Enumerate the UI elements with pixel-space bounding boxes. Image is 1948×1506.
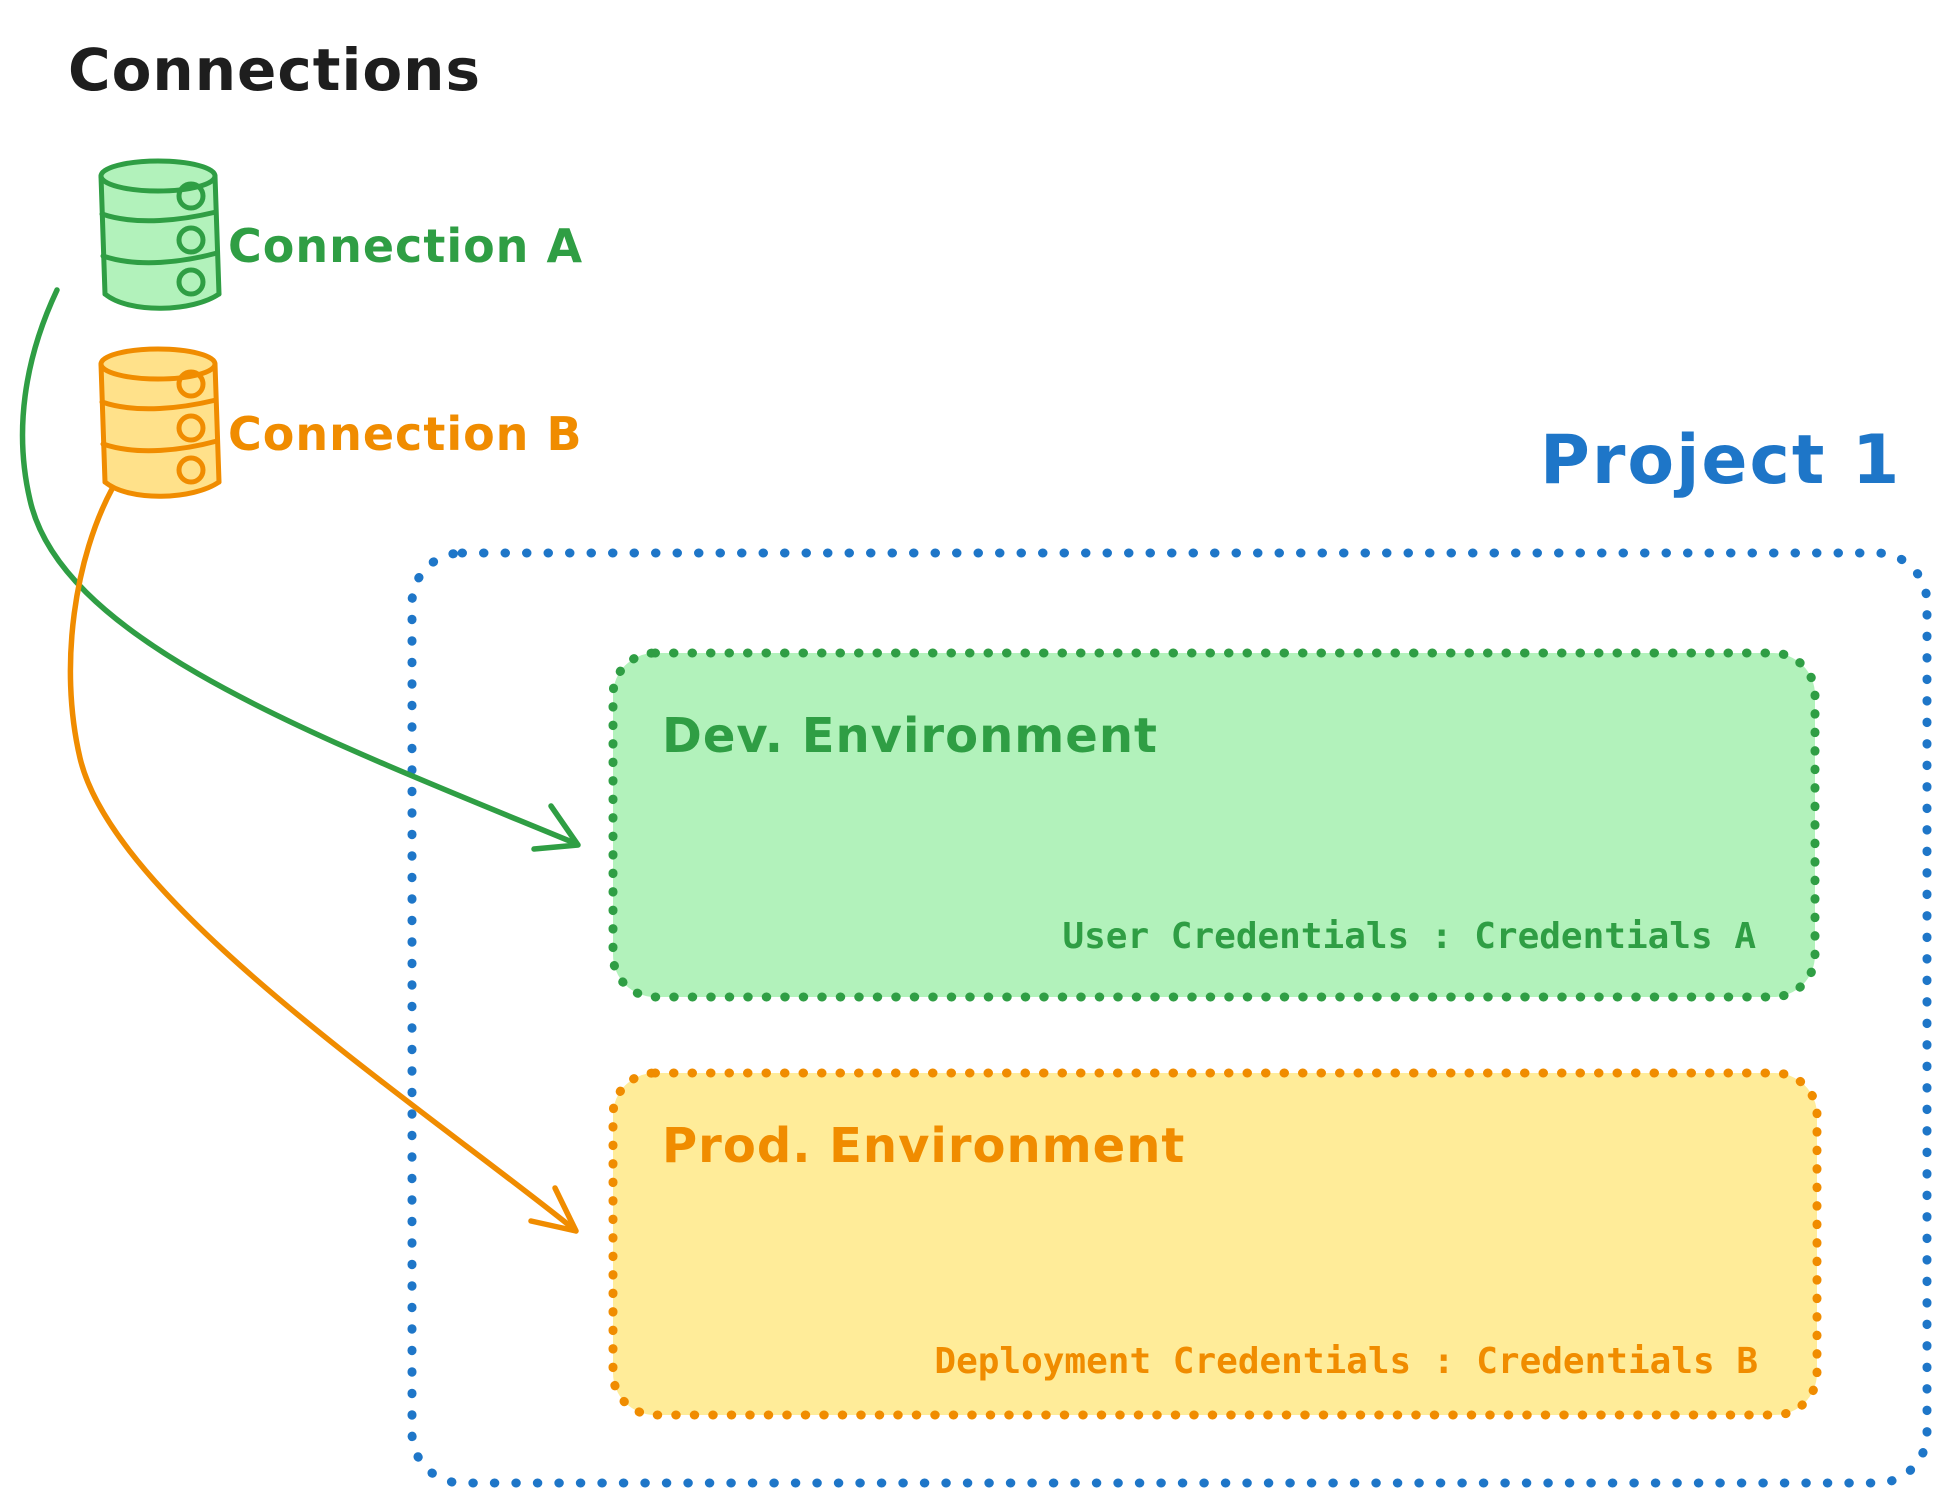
prod-environment-box: Prod. Environment Deployment Credentials… — [608, 1068, 1822, 1420]
dev-environment-border — [608, 648, 1820, 1002]
prod-environment-border — [608, 1068, 1822, 1420]
dev-environment-background — [613, 653, 1815, 997]
connection-b-item: Connection B — [98, 346, 583, 499]
database-icon — [98, 158, 222, 311]
connection-a-to-dev-arrow — [19, 287, 581, 852]
prod-credentials-text: Deployment Credentials : Credentials B — [934, 1341, 1758, 1382]
connection-b-to-prod-arrow — [67, 486, 579, 1234]
connection-a-label: Connection A — [228, 219, 583, 273]
connection-a-item: Connection A — [98, 158, 583, 311]
database-icon — [98, 346, 222, 499]
dev-environment-label: Dev. Environment — [662, 708, 1158, 764]
prod-environment-label: Prod. Environment — [662, 1118, 1185, 1174]
connection-b-label: Connection B — [228, 407, 583, 461]
project-label: Project 1 — [1540, 421, 1901, 500]
dev-environment-box: Dev. Environment User Credentials : Cred… — [608, 648, 1820, 1002]
arrowhead-icon — [531, 803, 581, 852]
dev-credentials-text: User Credentials : Credentials A — [1062, 916, 1756, 957]
project-box — [407, 548, 1932, 1488]
arrowhead-icon — [528, 1185, 579, 1234]
diagram-title: Connections — [68, 36, 481, 104]
prod-environment-background — [613, 1073, 1817, 1415]
